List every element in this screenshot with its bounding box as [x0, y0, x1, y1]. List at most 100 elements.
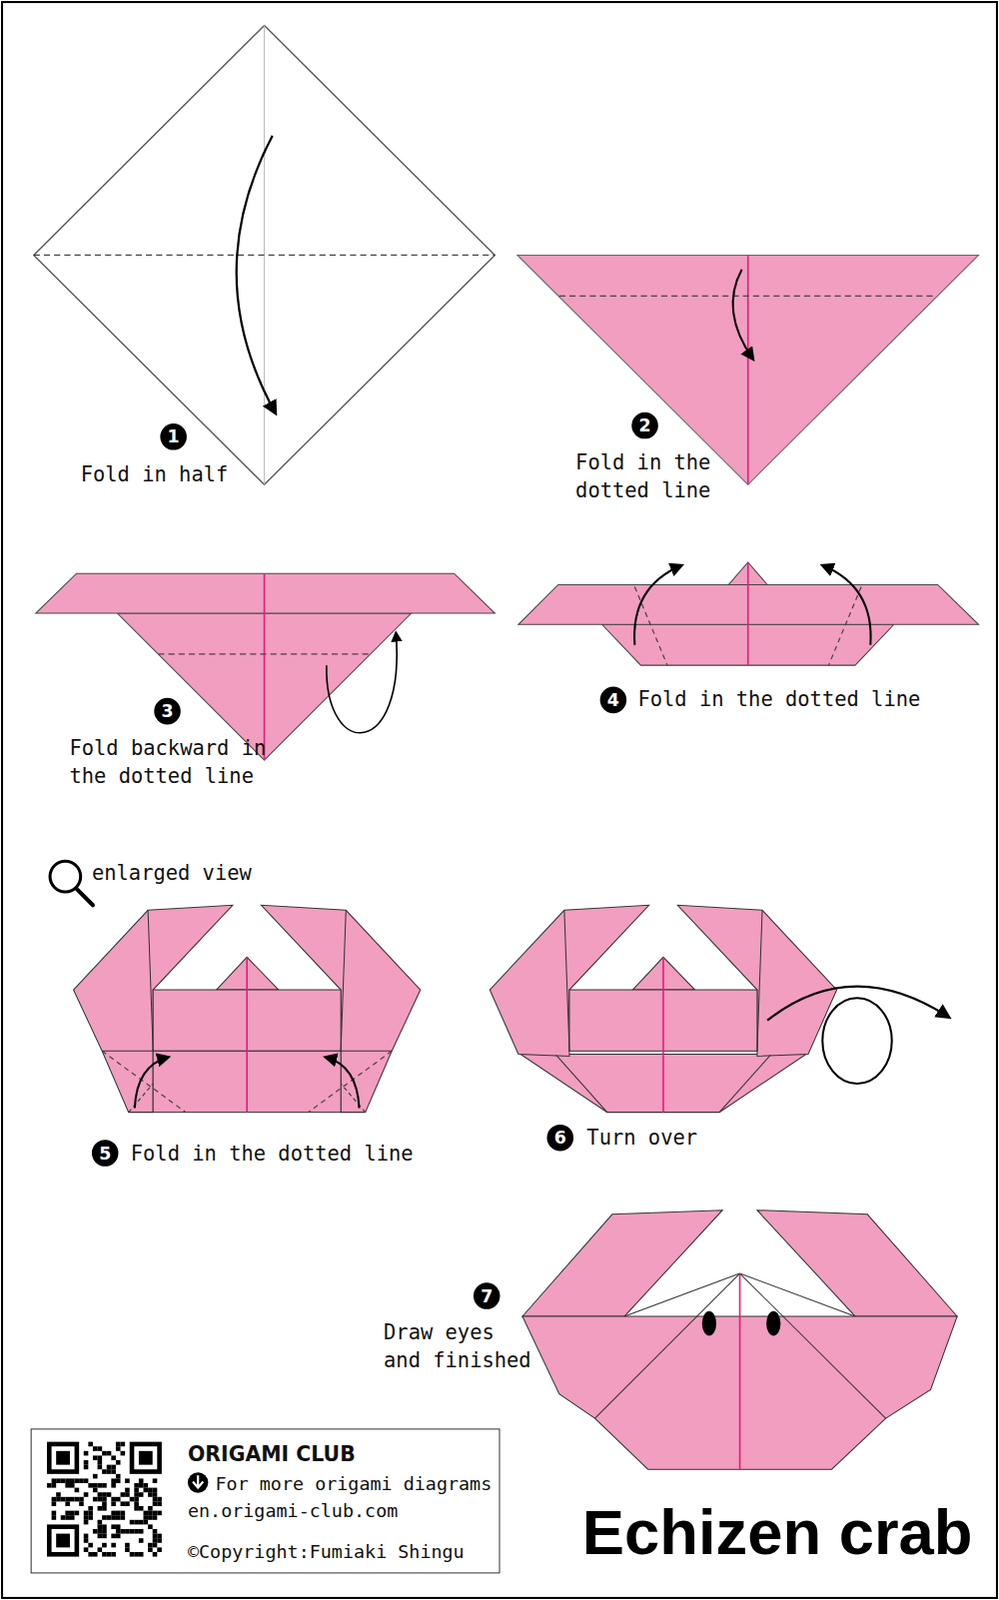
qr-code — [138, 1478, 144, 1484]
qr-code — [124, 1543, 130, 1549]
qr-code — [92, 1446, 98, 1452]
qr-code — [101, 1483, 107, 1489]
qr-code — [101, 1534, 107, 1540]
qr-code — [138, 1552, 144, 1558]
qr-code — [92, 1474, 98, 1480]
step4-shape — [634, 586, 668, 666]
step5-shape — [73, 905, 421, 1112]
step3-shape — [157, 653, 370, 655]
qr-code — [138, 1538, 144, 1544]
step2-triangle — [747, 254, 750, 485]
qr-code — [69, 1478, 75, 1484]
qr-code — [115, 1511, 121, 1517]
step5-shape — [340, 1050, 392, 1052]
magnifier-icon — [76, 889, 93, 906]
qr-code — [83, 1538, 89, 1544]
qr-code — [152, 1488, 158, 1494]
callout-number: 3 — [153, 698, 181, 726]
step-instruction: Fold in the dotted line — [575, 449, 719, 505]
qr-code — [124, 1488, 130, 1494]
step-instruction: Draw eyes and finished — [383, 1319, 537, 1375]
step5-shape — [245, 957, 248, 1112]
qr-code — [101, 1552, 107, 1558]
qr-code — [115, 1529, 121, 1535]
qr-code — [110, 1497, 116, 1503]
qr-code — [156, 1497, 162, 1503]
qr-code — [156, 1538, 162, 1544]
qr-code — [101, 1501, 107, 1507]
qr-code — [78, 1497, 84, 1503]
qr-code — [55, 1497, 61, 1503]
diagram-title: Echizen crab — [582, 1497, 974, 1570]
qr-code — [110, 1455, 116, 1461]
qr-code — [78, 1501, 84, 1507]
qr-code — [147, 1543, 153, 1549]
qr-code — [133, 1497, 139, 1503]
step7-crab — [757, 1210, 958, 1317]
step3-shape — [263, 573, 266, 761]
qr-code — [156, 1501, 162, 1507]
qr-code — [87, 1506, 93, 1512]
qr-code — [69, 1483, 75, 1489]
step6-shape — [489, 905, 950, 1112]
step3-shape — [326, 632, 397, 733]
qr-code — [97, 1524, 103, 1530]
qr-code — [152, 1478, 158, 1484]
qr-code — [115, 1474, 121, 1480]
qr-code — [152, 1497, 158, 1503]
qr-code — [97, 1446, 103, 1452]
qr-code — [87, 1552, 93, 1558]
step-instruction: Fold in half — [80, 461, 229, 490]
down-arrow-icon — [187, 1472, 208, 1493]
step6-shape — [556, 1054, 608, 1112]
qr-code — [87, 1442, 93, 1448]
qr-code — [115, 1515, 121, 1521]
qr-code — [97, 1506, 103, 1512]
callout-number: 1 — [159, 423, 187, 451]
qr-code — [92, 1529, 98, 1535]
qr-code — [110, 1524, 116, 1530]
qr-code — [46, 1483, 52, 1489]
qr-code — [83, 1511, 89, 1517]
qr-code — [133, 1488, 139, 1494]
qr-code — [97, 1460, 103, 1466]
qr-code — [115, 1446, 121, 1452]
qr-code — [64, 1501, 70, 1507]
step1-square — [236, 135, 276, 414]
qr-code — [156, 1547, 162, 1553]
step3-shape — [35, 573, 496, 761]
qr-code — [133, 1520, 139, 1526]
qr-code — [156, 1534, 162, 1540]
qr-code — [110, 1501, 116, 1507]
qr-code — [138, 1529, 144, 1535]
step-instruction: Turn over — [586, 1124, 698, 1153]
qr-code — [138, 1520, 144, 1526]
step5-shape — [307, 1050, 392, 1112]
qr-code — [152, 1543, 158, 1549]
step5-shape — [340, 910, 346, 1051]
step6-shape — [719, 1054, 771, 1112]
qr-code — [97, 1534, 103, 1540]
qr-code — [92, 1552, 98, 1558]
callout-number: 7 — [473, 1282, 501, 1310]
info-text: For more origami diagrams — [215, 1472, 493, 1495]
step1-square — [33, 25, 496, 486]
qr-code — [51, 1478, 57, 1484]
step6-shape — [662, 957, 665, 1112]
qr-code — [55, 1451, 70, 1466]
callout-number: 6 — [546, 1124, 574, 1152]
down-arrow-icon — [192, 1475, 203, 1488]
qr-code — [147, 1488, 153, 1494]
qr-code — [83, 1534, 89, 1540]
step7-crab — [740, 1273, 856, 1317]
qr-code — [74, 1478, 80, 1484]
qr-code — [51, 1497, 57, 1503]
qr-code — [147, 1492, 153, 1498]
qr-code — [101, 1451, 107, 1457]
qr-code — [110, 1478, 116, 1484]
qr-code — [51, 1511, 57, 1517]
step7-crab — [740, 1273, 887, 1419]
qr-code — [46, 1524, 79, 1557]
qr-code — [110, 1483, 116, 1489]
